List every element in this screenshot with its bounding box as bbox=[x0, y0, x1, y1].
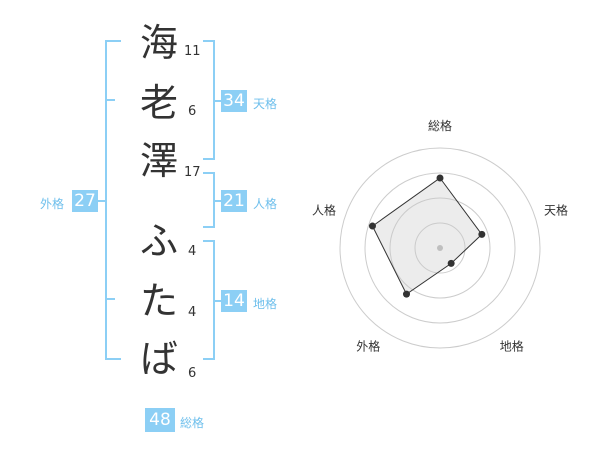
gaikaku-label: 外格 bbox=[40, 197, 65, 211]
radar-ring bbox=[414, 222, 466, 274]
stroke-count-5: 4 bbox=[188, 305, 197, 320]
chikaku-connector bbox=[213, 300, 221, 302]
radar-center bbox=[437, 245, 443, 251]
radar-ring bbox=[389, 197, 491, 299]
tenkaku-bracket-top-tick bbox=[203, 40, 215, 42]
gaikaku-bracket-bottom-tick bbox=[105, 358, 121, 360]
gaikaku-connector bbox=[98, 200, 106, 202]
stroke-count-6: 6 bbox=[188, 366, 197, 381]
soukaku-score: 48 bbox=[145, 408, 175, 432]
tenkaku-bracket-bottom-tick bbox=[203, 158, 215, 160]
chikaku-score: 14 bbox=[221, 290, 247, 312]
radar-point-1 bbox=[478, 230, 486, 238]
gaikaku-bracket-tick bbox=[105, 298, 115, 300]
name-char-2: 老 bbox=[140, 81, 179, 125]
radar-ring bbox=[339, 147, 541, 349]
radar-axis-label-2: 地格 bbox=[500, 339, 524, 354]
jinkaku-connector bbox=[213, 200, 221, 202]
radar-ring bbox=[364, 172, 516, 324]
chikaku-label: 地格 bbox=[253, 297, 278, 311]
jinkaku-bracket-top-tick bbox=[203, 172, 215, 174]
gaikaku-bracket-vertical bbox=[105, 40, 107, 360]
stroke-count-3: 17 bbox=[184, 165, 201, 180]
radar-point-3 bbox=[402, 290, 410, 298]
chikaku-bracket-bottom-tick bbox=[203, 358, 215, 360]
name-char-3: 澤 bbox=[140, 139, 179, 183]
name-char-5: た bbox=[140, 279, 179, 323]
radar-point-0 bbox=[436, 174, 444, 182]
tenkaku-score: 34 bbox=[221, 90, 247, 112]
jinkaku-label: 人格 bbox=[253, 197, 278, 211]
name-char-6: ば bbox=[140, 337, 179, 381]
name-char-1: 海 bbox=[140, 21, 179, 65]
gaikaku-bracket-top-tick bbox=[105, 40, 121, 42]
chikaku-bracket-top-tick bbox=[203, 240, 215, 242]
radar-axis-label-1: 天格 bbox=[544, 202, 568, 217]
gaikaku-bracket-tick bbox=[105, 99, 115, 101]
radar-area bbox=[371, 177, 483, 295]
gaikaku-score: 27 bbox=[72, 190, 98, 212]
name-char-4: ふ bbox=[140, 219, 179, 263]
stroke-count-4: 4 bbox=[188, 244, 197, 259]
soukaku-label: 総格 bbox=[180, 416, 205, 430]
tenkaku-connector bbox=[213, 100, 221, 102]
radar-axis-label-0: 総格 bbox=[428, 118, 452, 133]
stroke-count-1: 11 bbox=[184, 44, 201, 59]
radar-point-2 bbox=[447, 259, 455, 267]
radar-axis-label-3: 外格 bbox=[356, 339, 380, 354]
jinkaku-bracket-bottom-tick bbox=[203, 226, 215, 228]
jinkaku-score: 21 bbox=[221, 190, 247, 212]
radar-point-4 bbox=[368, 222, 376, 230]
tenkaku-label: 天格 bbox=[253, 97, 278, 111]
radar-axis-label-4: 人格 bbox=[312, 202, 336, 217]
stroke-count-2: 6 bbox=[188, 104, 197, 119]
